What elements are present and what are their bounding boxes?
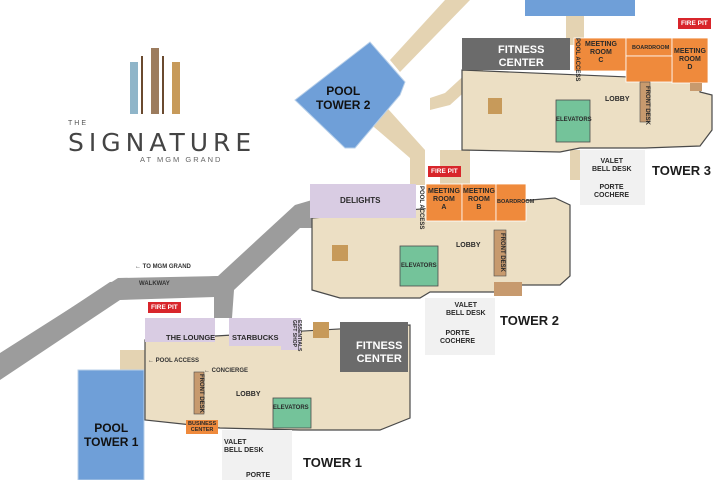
tower3-fitness-center: FITNESS CENTER — [498, 44, 545, 69]
tower2-name: TOWER 2 — [500, 313, 559, 328]
tower1-elevators: ELEVATORS — [273, 405, 309, 411]
tower2-pool-access: POOL ACCESS — [418, 186, 424, 230]
logo-name: SIGNATURE — [68, 128, 257, 157]
tower1-pool-access-label: ← POOL ACCESS — [148, 358, 200, 364]
tower3-elevators: ELEVATORS — [556, 117, 592, 123]
walkway-main — [0, 206, 312, 378]
tower1-fire-pit: FIRE PIT — [148, 302, 181, 313]
to-mgm-grand-label: ← TO MGM GRAND — [135, 264, 191, 270]
tower3-valet: VALET BELL DESK — [592, 158, 632, 174]
logo-the: THE — [68, 120, 88, 127]
logo-subtitle: AT MGM GRAND — [140, 155, 223, 164]
tower2-building — [310, 183, 571, 355]
to-mgm-grand-text: TO MGM GRAND — [142, 264, 191, 270]
path-top-right — [566, 15, 584, 45]
walkway-label: WALKWAY — [139, 281, 170, 287]
tower1-lobby: LOBBY — [236, 391, 261, 398]
tower3-front-desk: FRONT DESK — [644, 86, 650, 125]
tower2-delights: DELIGHTS — [340, 196, 381, 205]
tower3-name: TOWER 3 — [652, 163, 711, 178]
pool-tower1-label: POOL TOWER 1 — [84, 421, 139, 449]
tower2-valet: VALET BELL DESK — [446, 302, 486, 318]
tower3-pool-access: POOL ACCESS — [574, 38, 580, 82]
tower3-meeting-room-c: MEETING ROOM C — [585, 41, 617, 65]
tower2-boardroom: BOARDROOM — [497, 199, 535, 205]
tower1-lounge: THE LOUNGE — [166, 333, 216, 342]
tower3-lobby: LOBBY — [605, 96, 630, 103]
pool-tower1-shape — [77, 369, 145, 480]
tower1-building — [144, 318, 411, 480]
tower1-porte: PORTE — [246, 472, 271, 479]
pool-top-shape — [525, 0, 635, 16]
tower1-valet: VALET BELL DESK — [224, 439, 264, 455]
tower2-fire-pit: FIRE PIT — [428, 166, 461, 177]
tower1-concierge-label: ← CONCIERGE — [204, 368, 249, 374]
tower1-gift-shop: ESSENTIALS GIFT SHOP — [291, 320, 302, 352]
tower3-porte-cochere: PORTE COCHERE — [594, 184, 630, 200]
tower2-elevators: ELEVATORS — [401, 263, 437, 269]
tower3-boardroom: BOARDROOM — [632, 45, 670, 51]
tower2-lobby: LOBBY — [456, 242, 481, 249]
tower1-front-desk: FRONT DESK — [198, 374, 204, 413]
tower3-meeting-room-d: MEETING ROOM D — [674, 48, 706, 72]
tower3-building — [461, 37, 713, 205]
path-top-diagonal — [390, 0, 470, 72]
tower1-pool-access-text: POOL ACCESS — [155, 358, 200, 364]
tower1-fitness-center: FITNESS CENTER — [356, 340, 403, 365]
tower2-meeting-room-b: MEETING ROOM B — [463, 188, 495, 212]
tower2-meeting-room-a: MEETING ROOM A — [428, 188, 460, 212]
tower3-fire-pit: FIRE PIT — [678, 18, 711, 29]
logo-bars — [130, 48, 180, 114]
tower2-porte-cochere: PORTE COCHERE — [440, 330, 476, 346]
tower1-starbucks: STARBUCKS — [232, 333, 279, 342]
tower1-name: TOWER 1 — [303, 455, 362, 470]
tower2-front-desk: FRONT DESK — [499, 233, 505, 272]
tower1-concierge-text: CONCIERGE — [211, 368, 249, 374]
tower1-business-center: BUSINESS CENTER — [188, 421, 217, 434]
pool-tower2-label: POOL TOWER 2 — [316, 84, 371, 112]
pool-tower2-shape — [294, 41, 406, 149]
